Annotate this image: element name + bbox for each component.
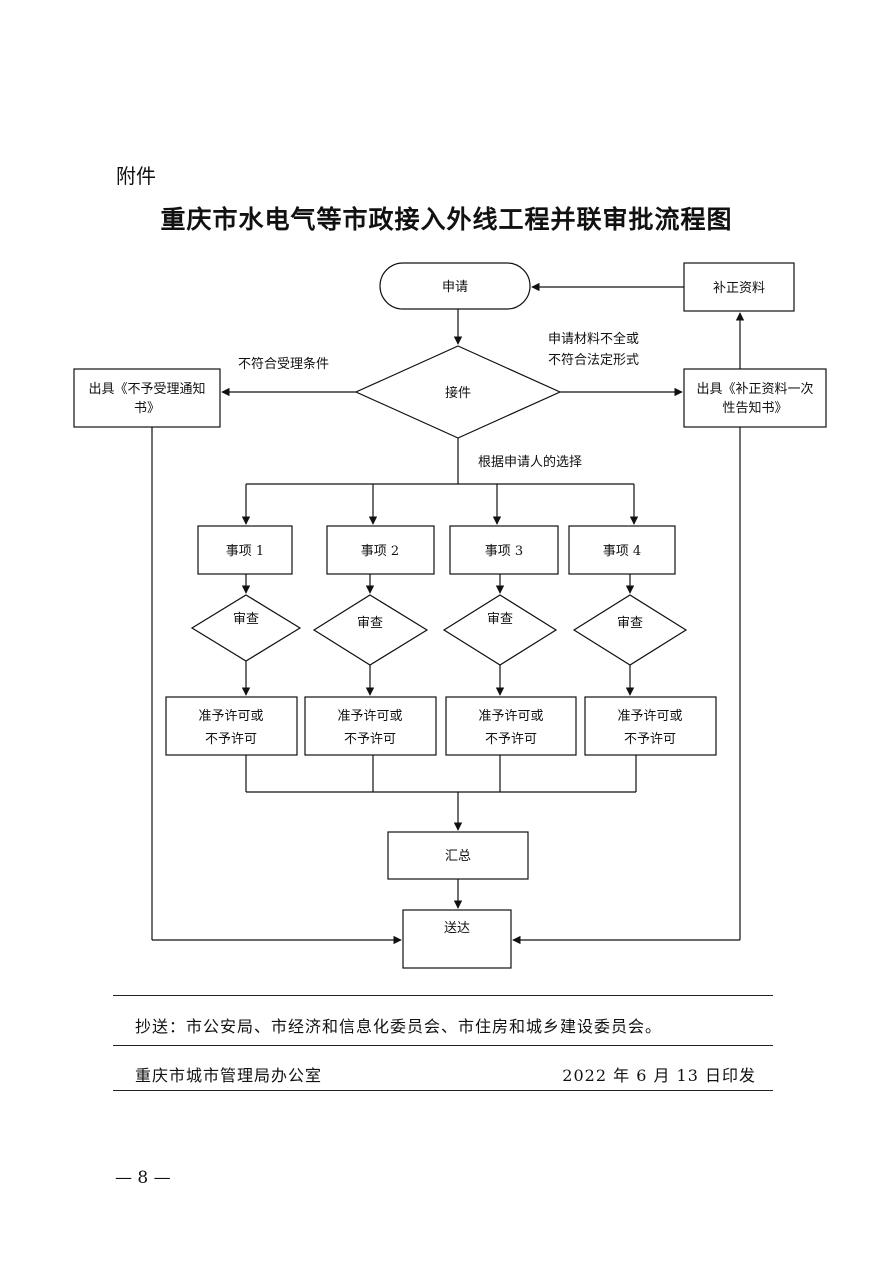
review3-label: 审查 (487, 612, 513, 627)
document-title: 重庆市水电气等市政接入外线工程并联审批流程图 (160, 205, 733, 234)
annex-label: 附件 (116, 164, 156, 188)
review4-label: 审查 (617, 616, 643, 631)
decision3-node (445, 696, 577, 756)
decision3-label: 准予许可或不予许可 (478, 709, 543, 747)
deliver-node (402, 909, 512, 969)
flow-connectors (151, 282, 745, 945)
incomplete-label: 申请材料不全或不符合法定形式 (548, 331, 639, 368)
footer-top-rule (113, 995, 773, 996)
item2-node (326, 525, 435, 575)
supplement-notice-label: 出具《补正资料一次性告知书》 (696, 381, 813, 416)
supplement-label: 补正资料 (713, 281, 765, 296)
footer-middle-rule (113, 1045, 773, 1046)
apply-label: 申请 (442, 280, 468, 295)
item3-node (449, 525, 559, 575)
item2-label: 事项 2 (361, 544, 399, 559)
accept-label: 接件 (445, 385, 471, 401)
decision1-label: 准予许可或不予许可 (198, 709, 263, 747)
summary-label: 汇总 (445, 849, 471, 864)
decision1-node (165, 696, 298, 756)
issue-date: 2022 年 6 月 13 日印发 (562, 1066, 756, 1085)
reject-notice-node (73, 368, 221, 428)
item4-label: 事项 4 (603, 544, 641, 559)
review3-node (442, 594, 558, 666)
decision2-label: 准予许可或不予许可 (337, 709, 402, 747)
footer-bottom-rule (113, 1090, 773, 1091)
issuing-office: 重庆市城市管理局办公室 (135, 1066, 323, 1085)
review1-node (190, 594, 302, 662)
item4-node (568, 525, 676, 575)
decision4-node (584, 696, 717, 756)
item3-label: 事项 3 (485, 544, 523, 559)
cc-list: 抄送：市公安局、市经济和信息化委员会、市住房和城乡建设委员会。 (135, 1017, 663, 1036)
item1-label: 事项 1 (226, 544, 264, 559)
deliver-label: 送达 (444, 921, 470, 936)
by-choice-label: 根据申请人的选择 (478, 454, 582, 470)
apply-node (379, 262, 531, 310)
decision2-node (304, 696, 437, 756)
page-number: — 8 — (115, 1168, 171, 1188)
not-eligible-label: 不符合受理条件 (238, 356, 329, 372)
reject-notice-label: 出具《不予受理通知书》 (88, 381, 205, 416)
item1-node (197, 525, 293, 575)
review1-label: 审查 (233, 612, 259, 627)
review2-label: 审查 (357, 616, 383, 631)
supplement-notice-node (683, 368, 827, 428)
decision4-label: 准予许可或不予许可 (617, 709, 682, 747)
